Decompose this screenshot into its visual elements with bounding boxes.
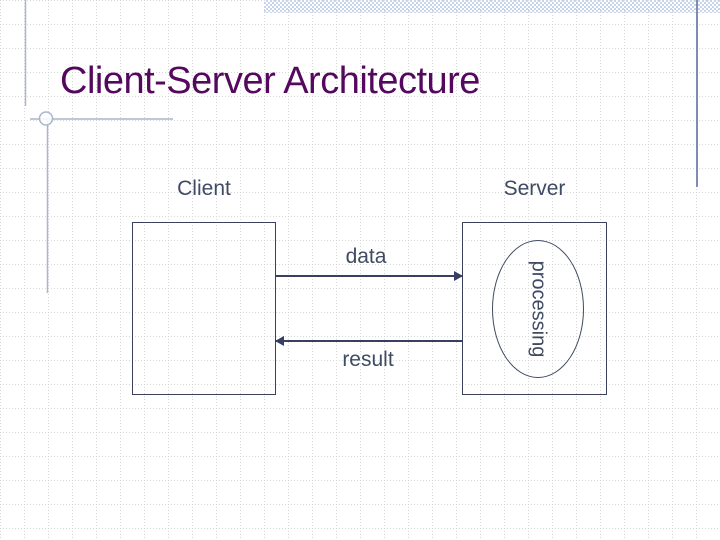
result-arrow — [275, 335, 462, 346]
processing-ellipse — [492, 240, 584, 378]
decor-circle-icon — [38, 111, 54, 126]
data-arrow-shaft — [276, 274, 463, 277]
client-box — [132, 222, 276, 395]
result-arrowhead-icon — [275, 335, 284, 346]
slide-title: Client-Server Architecture — [60, 60, 480, 102]
server-label: Server — [503, 177, 566, 200]
data-arrow — [276, 270, 463, 281]
processing-label: processing — [527, 260, 550, 358]
data-arrowhead-icon — [454, 270, 463, 281]
result-arrow-shaft — [275, 339, 462, 342]
data-label: data — [345, 245, 387, 268]
client-label: Client — [177, 177, 231, 200]
server-box — [462, 222, 607, 395]
top-accent-band — [264, 0, 720, 13]
result-label: result — [342, 348, 394, 371]
